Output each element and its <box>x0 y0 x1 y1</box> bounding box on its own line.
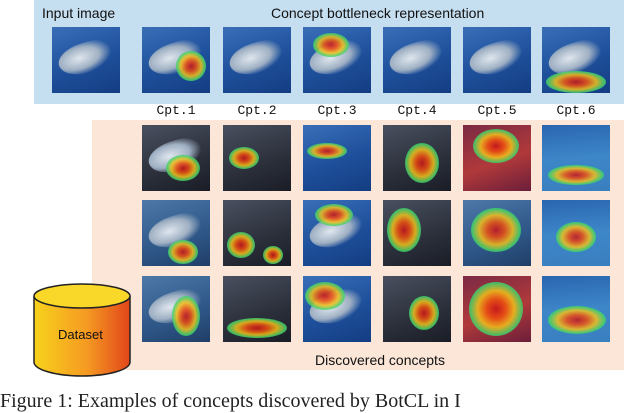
attention-heatmap <box>229 147 259 169</box>
concept-4-example-3 <box>383 276 451 342</box>
discovered-concepts-label: Discovered concepts <box>315 352 445 368</box>
attention-heatmap <box>473 129 519 163</box>
concept-label-5: Cpt.5 <box>477 103 517 118</box>
concept-map-2 <box>223 27 291 93</box>
attention-heatmap <box>469 282 523 336</box>
concept-label-6: Cpt.6 <box>556 103 596 118</box>
dataset-label: Dataset <box>58 327 103 342</box>
dataset-cylinder-icon <box>33 283 131 377</box>
concept-1-example-3 <box>142 276 210 342</box>
concept-3-example-3 <box>303 276 371 342</box>
concept-bottleneck-label: Concept bottleneck representation <box>271 5 485 21</box>
input-image-label: Input image <box>42 5 116 21</box>
shark-image <box>54 35 116 81</box>
figure-caption: Figure 1: Examples of concepts discovere… <box>0 390 461 412</box>
attention-heatmap <box>556 222 596 252</box>
attention-heatmap <box>409 296 439 330</box>
attention-heatmap <box>546 71 606 93</box>
attention-heatmap <box>227 318 287 338</box>
attention-heatmap <box>315 204 353 226</box>
attention-heatmap <box>305 282 345 310</box>
concept-3-example-1 <box>303 125 371 191</box>
attention-heatmap <box>227 232 255 258</box>
concept-6-example-2 <box>542 200 610 266</box>
attention-heatmap <box>168 240 198 264</box>
concept-4-example-2 <box>383 200 451 266</box>
attention-heatmap <box>166 155 200 181</box>
concept-map-3 <box>303 27 371 93</box>
attention-heatmap <box>471 208 521 252</box>
concept-map-1 <box>142 27 210 93</box>
concept-5-example-2 <box>463 200 531 266</box>
shark-image <box>465 35 527 81</box>
concept-label-4: Cpt.4 <box>397 103 437 118</box>
attention-heatmap <box>307 143 347 159</box>
concept-label-1: Cpt.1 <box>156 103 196 118</box>
concept-map-4 <box>383 27 451 93</box>
shark-image <box>385 35 447 81</box>
concept-5-example-3 <box>463 276 531 342</box>
concept-3-example-2 <box>303 200 371 266</box>
attention-heatmap <box>548 306 606 334</box>
concept-6-example-3 <box>542 276 610 342</box>
concept-5-example-1 <box>463 125 531 191</box>
input-image <box>52 27 120 93</box>
concept-4-example-1 <box>383 125 451 191</box>
attention-heatmap <box>405 143 439 183</box>
concept-map-5 <box>463 27 531 93</box>
concept-1-example-1 <box>142 125 210 191</box>
concept-1-example-2 <box>142 200 210 266</box>
concept-2-example-1 <box>223 125 291 191</box>
concept-6-example-1 <box>542 125 610 191</box>
concept-2-example-2 <box>223 200 291 266</box>
attention-heatmap <box>387 208 421 252</box>
concept-map-6 <box>542 27 610 93</box>
attention-heatmap <box>176 51 206 81</box>
concept-label-2: Cpt.2 <box>237 103 277 118</box>
concept-label-3: Cpt.3 <box>317 103 357 118</box>
attention-heatmap <box>548 165 604 185</box>
attention-heatmap <box>172 296 200 336</box>
shark-image <box>225 35 287 81</box>
concept-2-example-3 <box>223 276 291 342</box>
attention-heatmap <box>313 33 349 57</box>
attention-heatmap <box>263 246 283 264</box>
